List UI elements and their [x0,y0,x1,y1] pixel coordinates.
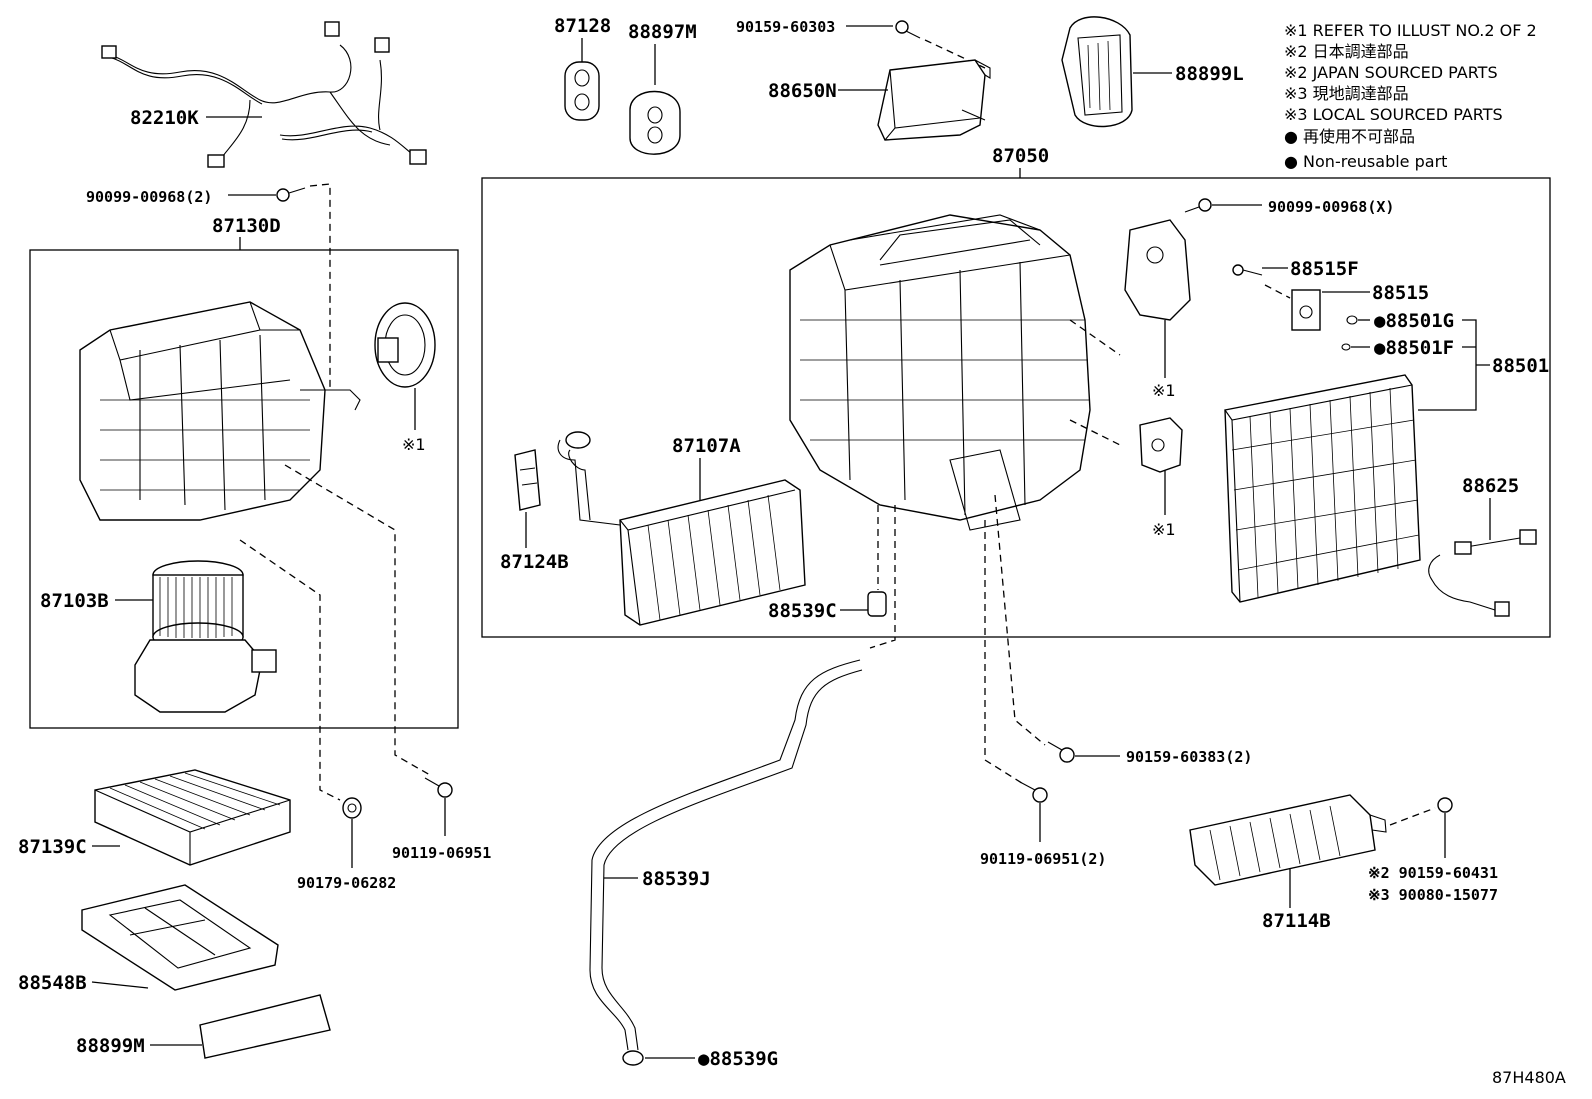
servo-motor-lower-drawing [1139,417,1183,473]
note-ref-illust: ※1 REFER TO ILLUST NO.2 OF 2 [1284,21,1537,40]
dashed-line-88515 [1264,284,1291,299]
grommet-88897M-drawing [629,90,681,155]
label-88501F: ●88501F [1374,337,1454,359]
screw-90179-06282-icon [342,797,362,819]
servo-motor-upper-drawing [1124,219,1191,321]
label-88539J: 88539J [642,868,711,890]
ref-mark-servo-upper: ※1 [1152,381,1176,400]
heater-case-drawing [789,214,1091,531]
heater-unit-group-box [481,177,1551,638]
label-82210K: 82210K [130,107,199,129]
leader-88548B [91,981,149,989]
label-87130D: 87130D [212,215,281,237]
label-88501: 88501 [1492,355,1549,377]
label-90119-06951: 90119-06951 [392,844,491,862]
label-88548B: 88548B [18,972,87,994]
drain-hose-drawing [589,659,863,1051]
bolt-90119-06951-2-icon [1019,781,1048,803]
evaporator-drawing [1224,374,1421,603]
bolt-90099-00968-X-icon [1184,198,1212,213]
air-filter-drawing [94,769,291,866]
blower-case-drawing [79,301,361,521]
label-88650N: 88650N [768,80,837,102]
label-87139C: 87139C [18,836,87,858]
note-local-jp: ※3 現地調達部品 [1284,84,1409,103]
label-88625: 88625 [1462,475,1519,497]
note-japan-en: ※2 JAPAN SOURCED PARTS [1284,63,1498,82]
bolt-88515F-icon [1232,264,1263,276]
label-88539C: 88539C [768,600,837,622]
servo-plate-drawing [374,302,436,388]
label-90099-00968-X: 90099-00968(X) [1268,198,1394,216]
filter-cover-drawing [199,994,331,1059]
label-87124B: 87124B [500,551,569,573]
bracket-88501 [1418,319,1490,411]
note-local-en: ※3 LOCAL SOURCED PARTS [1284,105,1503,124]
drain-88539C-drawing [867,591,887,617]
blower-unit-group-box [29,249,459,729]
control-module-drawing [877,59,991,141]
ref-mark-blower: ※1 [402,435,426,454]
bolt-90119-06951-icon [424,777,453,798]
o-ring-88501F-icon [1341,343,1351,351]
label-90159-60303: 90159-60303 [736,18,835,36]
label-88539G: ●88539G [698,1048,778,1070]
pad-88899L-drawing [1061,16,1133,128]
screw-90159-60383-icon [1047,741,1075,763]
sensor-88625-drawing [1428,529,1537,617]
label-88897M: 88897M [628,21,697,43]
dashed-line-drain [869,505,896,649]
dashed-line-screw-b [284,464,431,776]
drain-cap-88539G-icon [622,1050,644,1066]
clip-87124B-drawing [514,449,541,511]
bolt-90099-00968-icon [276,187,306,202]
dashed-lines-servos [1069,319,1121,446]
dashed-line-screw-a [239,539,341,801]
diagram-code: 87H480A [1492,1068,1566,1087]
screw-90159-60431-icon [1437,797,1453,813]
dashed-line-60383 [994,494,1046,746]
screw-90159-60303-icon [895,20,921,39]
ref-mark-servo-lower: ※1 [1152,520,1176,539]
label-88899M: 88899M [76,1035,145,1057]
label-88899L: 88899L [1175,63,1244,85]
label-87114B: 87114B [1262,910,1331,932]
label-87128: 87128 [554,15,611,37]
wire-harness-drawing [101,21,427,168]
label-88501G: ●88501G [1374,310,1454,332]
heater-core-drawing [557,431,806,626]
label-90179-06282: 90179-06282 [297,874,396,892]
label-87050: 87050 [992,145,1049,167]
label-88515F: 88515F [1290,258,1359,280]
filter-frame-drawing [81,884,279,991]
o-ring-88501G-icon [1346,315,1358,325]
blower-motor-drawing [134,560,277,713]
label-90080-15077: ※3 90080-15077 [1368,886,1498,904]
label-87103B: 87103B [40,590,109,612]
label-90159-60383-2: 90159-60383(2) [1126,748,1252,766]
note-japan-jp: ※2 日本調達部品 [1284,42,1409,61]
grommet-87128-drawing [564,61,600,121]
ptc-heater-drawing [1189,794,1387,886]
label-90159-60431: ※2 90159-60431 [1368,864,1498,882]
dashed-assembly-line [309,183,331,390]
expansion-valve-drawing [1291,289,1321,331]
label-88515: 88515 [1372,282,1429,304]
note-nonreusable-jp: ● 再使用不可部品 [1284,127,1415,146]
label-87107A: 87107A [672,435,741,457]
dashed-line-87114B [1389,807,1436,826]
dashed-line-06951-2 [984,520,1026,786]
label-90119-06951-2: 90119-06951(2) [980,850,1106,868]
note-nonreusable-en: ● Non-reusable part [1284,152,1447,171]
label-90099-00968-2: 90099-00968(2) [86,188,212,206]
